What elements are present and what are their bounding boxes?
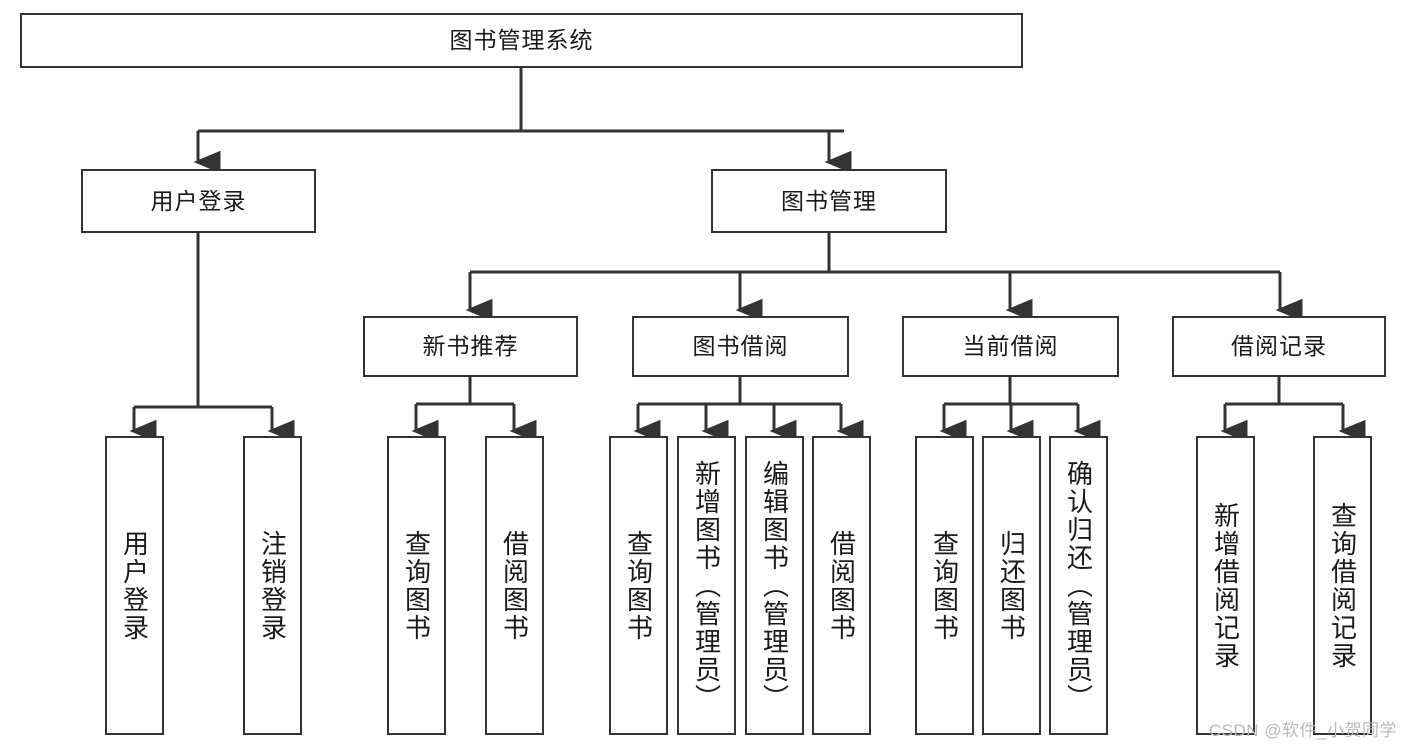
- node-leaf-add-record[interactable]: 新增借阅记录: [1196, 436, 1255, 735]
- node-user-login[interactable]: 用户登录: [81, 169, 316, 233]
- node-leaf-edit-book[interactable]: 编辑图书（管理员）: [745, 436, 804, 735]
- node-user-login-label: 用户登录: [150, 187, 247, 214]
- node-book-borrow[interactable]: 图书借阅: [632, 316, 849, 377]
- node-leaf-add-book-label: 新增图书（管理员）: [691, 459, 722, 712]
- node-leaf-query-record-label: 查询借阅记录: [1327, 501, 1358, 670]
- node-root[interactable]: 图书管理系统: [20, 13, 1023, 68]
- node-current-borrow[interactable]: 当前借阅: [902, 316, 1119, 377]
- node-leaf-return-book[interactable]: 归还图书: [982, 436, 1041, 735]
- node-leaf-query-record[interactable]: 查询借阅记录: [1313, 436, 1372, 735]
- node-leaf-add-book[interactable]: 新增图书（管理员）: [677, 436, 736, 735]
- node-current-borrow-label: 当前借阅: [962, 333, 1059, 360]
- node-new-book-rec[interactable]: 新书推荐: [363, 316, 578, 377]
- node-leaf-add-record-label: 新增借阅记录: [1210, 501, 1241, 670]
- node-root-label: 图书管理系统: [449, 27, 594, 54]
- node-leaf-borrow-book-bb-label: 借阅图书: [826, 529, 857, 642]
- node-leaf-query-book-bb-label: 查询图书: [623, 529, 654, 642]
- node-borrow-record[interactable]: 借阅记录: [1172, 316, 1386, 377]
- node-leaf-user-login[interactable]: 用户登录: [105, 436, 164, 735]
- node-leaf-query-book-bb[interactable]: 查询图书: [609, 436, 668, 735]
- node-leaf-confirm-return-label: 确认归还（管理员）: [1063, 459, 1094, 712]
- node-leaf-borrow-book-rec-label: 借阅图书: [499, 529, 530, 642]
- node-leaf-user-login-label: 用户登录: [119, 529, 150, 642]
- node-leaf-query-book-cb[interactable]: 查询图书: [915, 436, 974, 735]
- node-leaf-return-book-label: 归还图书: [996, 529, 1027, 642]
- node-leaf-logout[interactable]: 注销登录: [243, 436, 302, 735]
- node-leaf-borrow-book-bb[interactable]: 借阅图书: [812, 436, 871, 735]
- node-leaf-edit-book-label: 编辑图书（管理员）: [759, 459, 790, 712]
- node-new-book-rec-label: 新书推荐: [422, 333, 519, 360]
- node-leaf-confirm-return[interactable]: 确认归还（管理员）: [1049, 436, 1108, 735]
- node-leaf-query-book-rec-label: 查询图书: [401, 529, 432, 642]
- node-book-manage[interactable]: 图书管理: [711, 169, 947, 233]
- node-leaf-query-book-cb-label: 查询图书: [929, 529, 960, 642]
- node-leaf-borrow-book-rec[interactable]: 借阅图书: [485, 436, 544, 735]
- node-leaf-query-book-rec[interactable]: 查询图书: [387, 436, 446, 735]
- node-book-borrow-label: 图书借阅: [692, 333, 789, 360]
- node-book-manage-label: 图书管理: [781, 187, 877, 214]
- node-borrow-record-label: 借阅记录: [1231, 333, 1327, 360]
- node-leaf-logout-label: 注销登录: [257, 529, 288, 642]
